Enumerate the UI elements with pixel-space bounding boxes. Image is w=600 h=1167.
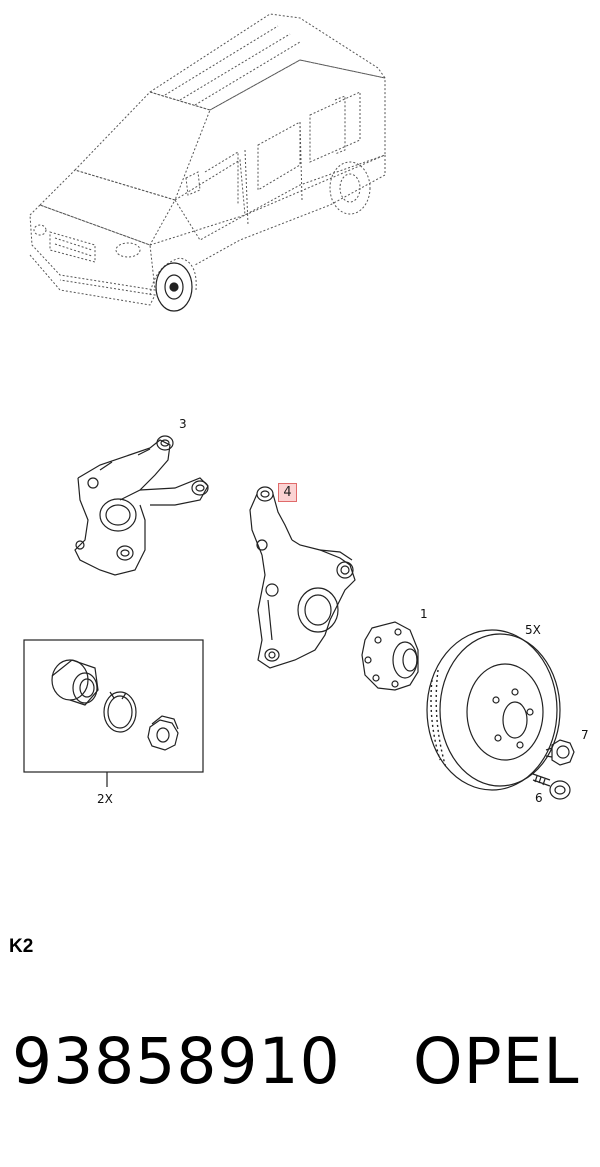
- callout-2x: 2X: [97, 792, 113, 806]
- bearing-kit-box: [23, 639, 204, 787]
- callout-1: 1: [420, 607, 428, 621]
- bolt: [545, 739, 575, 766]
- section-code: K2: [9, 936, 34, 957]
- wheel-hub: [361, 621, 419, 691]
- van-illustration: [29, 13, 387, 306]
- callout-7: 7: [581, 728, 589, 742]
- hub-nut: [147, 715, 179, 751]
- brand-name: OPEL: [413, 1025, 580, 1098]
- steering-knuckle-left: [74, 435, 209, 576]
- van-front-wheel: [155, 262, 193, 312]
- callout-6: 6: [535, 791, 543, 805]
- wheel-bearing: [51, 659, 99, 706]
- brake-disc: [426, 629, 561, 791]
- brake-disc-vents: [430, 669, 447, 769]
- steering-knuckle-right: [249, 486, 356, 669]
- callout-3: 3: [179, 417, 187, 431]
- callout-5x: 5X: [525, 623, 541, 637]
- snap-ring: [103, 691, 137, 733]
- part-number: 93858910: [12, 1025, 341, 1098]
- callout-4-highlighted[interactable]: 4: [278, 483, 297, 502]
- screw: [532, 773, 571, 800]
